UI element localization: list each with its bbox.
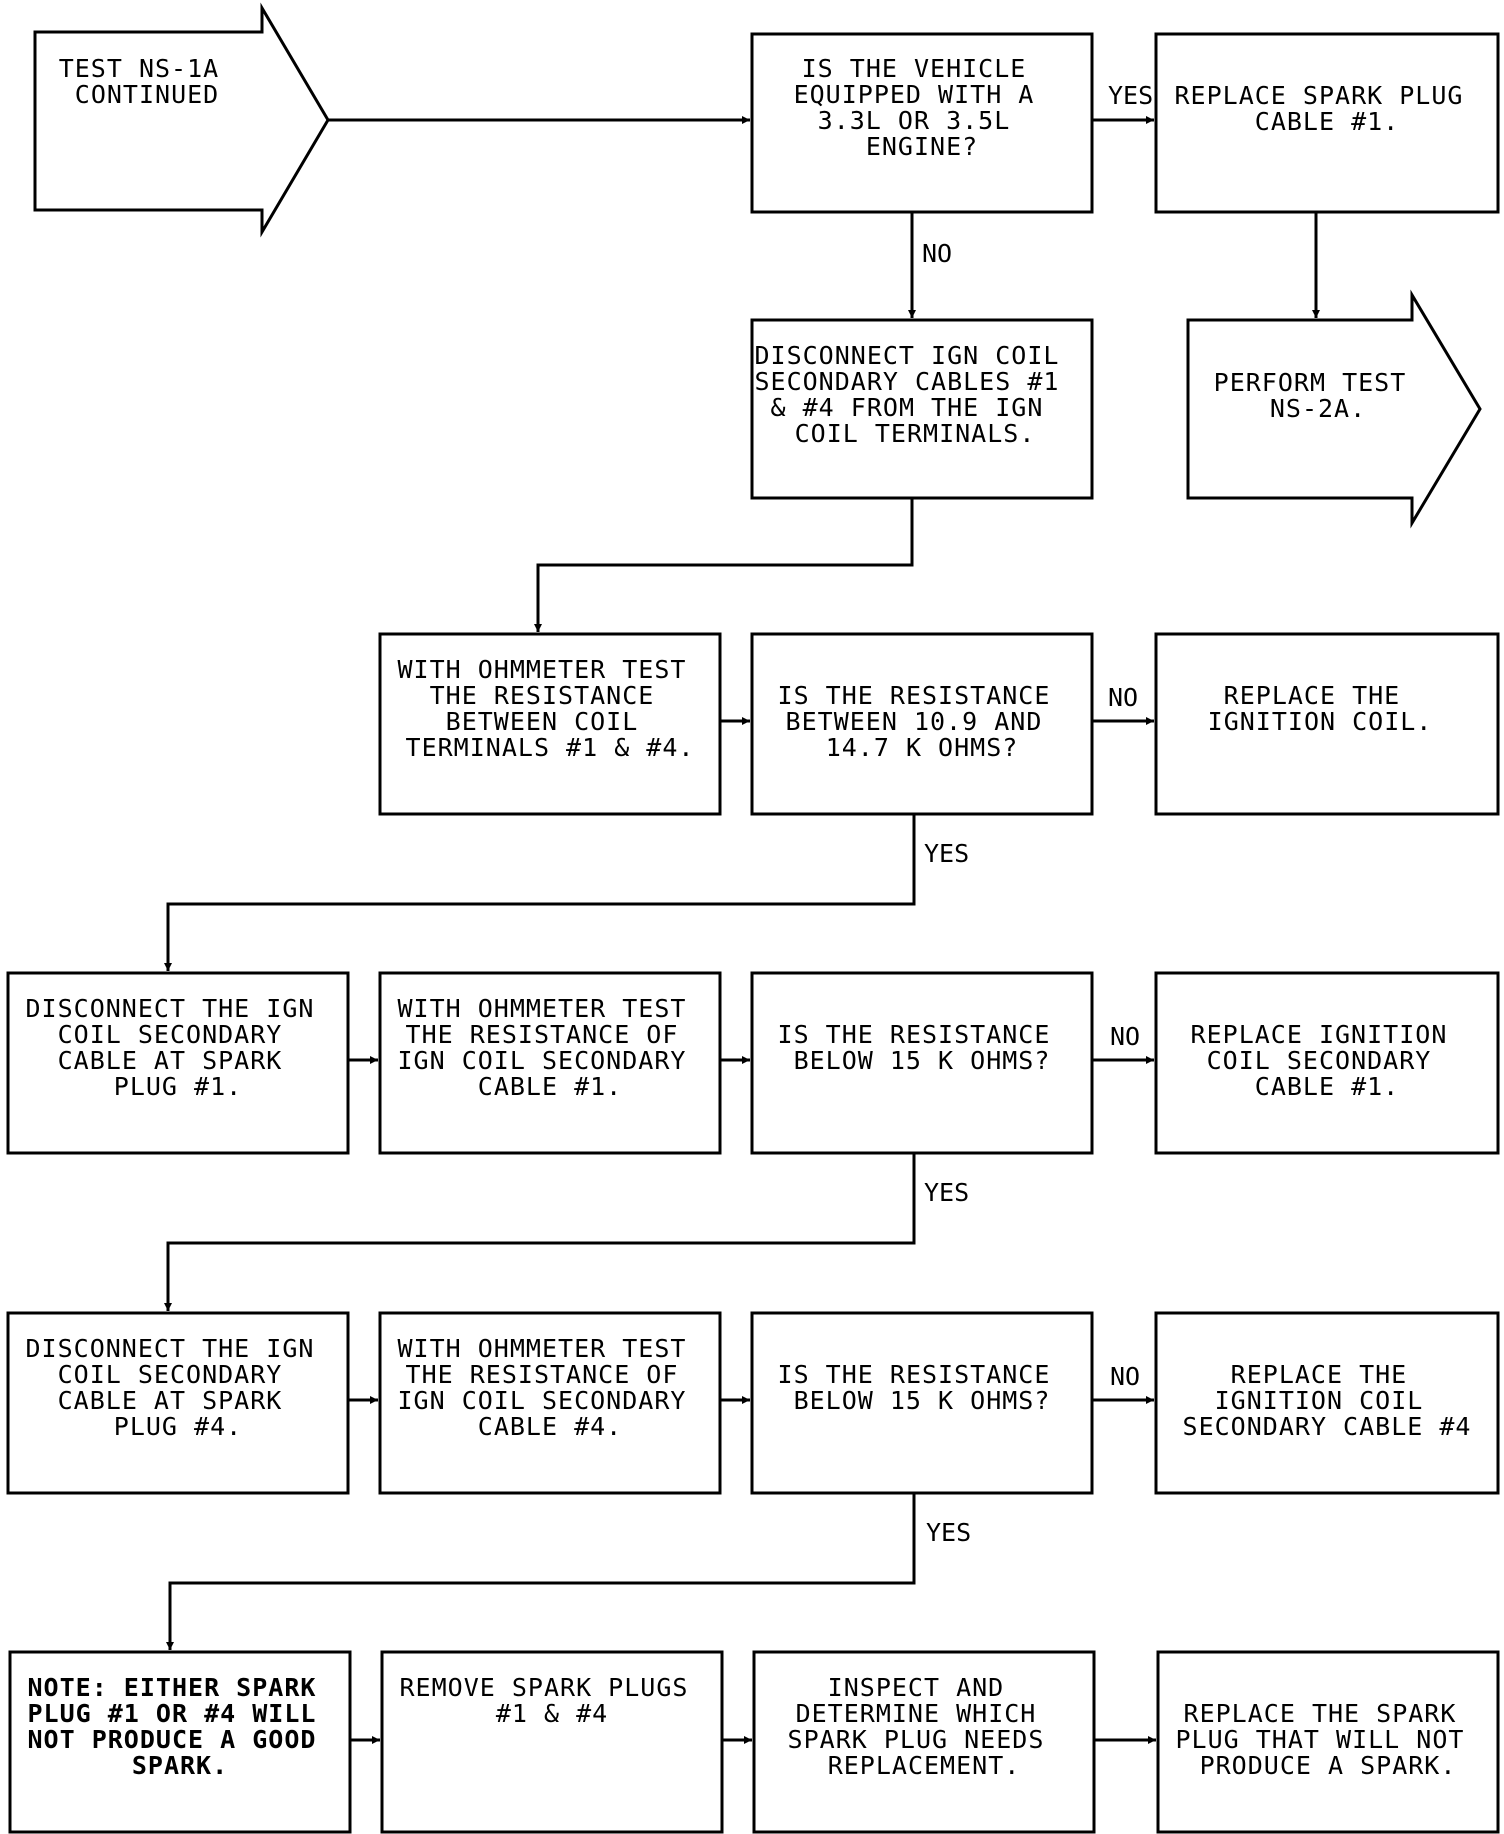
disconnect-coil-cables-label: DISCONNECT IGN COIL SECONDARY CABLES #1 … xyxy=(754,341,1075,448)
perform-ns2a-node: PERFORM TEST NS-2A. xyxy=(1186,289,1482,529)
start-node-label: TEST NS-1A CONTINUED xyxy=(59,54,236,109)
edge-label-coil-yes: YES xyxy=(924,839,969,868)
note-label: NOTE: EITHER SPARK PLUG #1 OR #4 WILL NO… xyxy=(28,1673,333,1780)
edge-cable1-yes xyxy=(164,1153,916,1311)
ohm-test-cable4-label: WITH OHMMETER TEST THE RESISTANCE OF IGN… xyxy=(398,1334,703,1441)
ohm-test-cable1-node: WITH OHMMETER TEST THE RESISTANCE OF IGN… xyxy=(378,971,722,1155)
replace-spark-plug-cable1-node: REPLACE SPARK PLUG CABLE #1. xyxy=(1154,32,1500,214)
inspect-node: INSPECT AND DETERMINE WHICH SPARK PLUG N… xyxy=(752,1650,1096,1834)
edge-label-cable4-no: NO xyxy=(1110,1362,1140,1391)
engine-question-label: IS THE VEHICLE EQUIPPED WITH A 3.3L OR 3… xyxy=(794,54,1051,161)
edge-coil-yes xyxy=(164,814,916,971)
engine-question-node: IS THE VEHICLE EQUIPPED WITH A 3.3L OR 3… xyxy=(750,32,1094,214)
edge-label-coil-no: NO xyxy=(1108,683,1138,712)
replace-cable1-label: REPLACE IGNITION COIL SECONDARY CABLE #1… xyxy=(1191,1020,1464,1101)
replace-spark-plug-node: REPLACE THE SPARK PLUG THAT WILL NOT PRO… xyxy=(1156,1650,1500,1834)
ohm-test-cable1-label: WITH OHMMETER TEST THE RESISTANCE OF IGN… xyxy=(398,994,703,1101)
replace-spark-plug-cable1-label: REPLACE SPARK PLUG CABLE #1. xyxy=(1175,81,1480,136)
replace-ignition-coil-label: REPLACE THE IGNITION COIL. xyxy=(1208,681,1433,736)
cable4-resistance-question-node: IS THE RESISTANCE BELOW 15 K OHMS? xyxy=(750,1311,1094,1495)
edge-cable4-yes xyxy=(166,1493,916,1650)
edge-disconnect-to-ohm-test xyxy=(534,498,914,632)
ohm-test-cable4-node: WITH OHMMETER TEST THE RESISTANCE OF IGN… xyxy=(378,1311,722,1495)
note-node: NOTE: EITHER SPARK PLUG #1 OR #4 WILL NO… xyxy=(8,1650,352,1834)
edge-label-cable4-yes: YES xyxy=(926,1518,971,1547)
disconnect-plug4-node: DISCONNECT THE IGN COIL SECONDARY CABLE … xyxy=(6,1311,350,1495)
disconnect-coil-cables-node: DISCONNECT IGN COIL SECONDARY CABLES #1 … xyxy=(750,318,1094,500)
disconnect-plug4-label: DISCONNECT THE IGN COIL SECONDARY CABLE … xyxy=(26,1334,331,1441)
ohm-test-coil-label: WITH OHMMETER TEST THE RESISTANCE BETWEE… xyxy=(398,655,703,762)
edge-label-engine-yes: YES xyxy=(1108,81,1153,110)
replace-cable4-label: REPLACE THE IGNITION COIL SECONDARY CABL… xyxy=(1183,1360,1472,1441)
coil-resistance-question-node: IS THE RESISTANCE BETWEEN 10.9 AND 14.7 … xyxy=(750,632,1094,816)
start-node: TEST NS-1A CONTINUED xyxy=(33,2,330,238)
replace-cable1-node: REPLACE IGNITION COIL SECONDARY CABLE #1… xyxy=(1154,971,1500,1155)
cable1-resistance-question-node: IS THE RESISTANCE BELOW 15 K OHMS? xyxy=(750,971,1094,1155)
inspect-label: INSPECT AND DETERMINE WHICH SPARK PLUG N… xyxy=(788,1673,1061,1780)
replace-ignition-coil-node: REPLACE THE IGNITION COIL. xyxy=(1154,632,1500,816)
cable4-resistance-question-label: IS THE RESISTANCE BELOW 15 K OHMS? xyxy=(778,1360,1067,1415)
edge-label-engine-no: NO xyxy=(922,239,952,268)
replace-cable4-node: REPLACE THE IGNITION COIL SECONDARY CABL… xyxy=(1154,1311,1500,1495)
ohm-test-coil-node: WITH OHMMETER TEST THE RESISTANCE BETWEE… xyxy=(378,632,722,816)
remove-spark-plugs-node: REMOVE SPARK PLUGS #1 & #4 xyxy=(380,1650,724,1834)
cable1-resistance-question-label: IS THE RESISTANCE BELOW 15 K OHMS? xyxy=(778,1020,1067,1075)
disconnect-plug1-node: DISCONNECT THE IGN COIL SECONDARY CABLE … xyxy=(6,971,350,1155)
edge-label-cable1-yes: YES xyxy=(924,1178,969,1207)
replace-spark-plug-label: REPLACE THE SPARK PLUG THAT WILL NOT PRO… xyxy=(1176,1699,1481,1780)
disconnect-plug1-label: DISCONNECT THE IGN COIL SECONDARY CABLE … xyxy=(26,994,331,1101)
perform-ns2a-label: PERFORM TEST NS-2A. xyxy=(1214,368,1423,423)
edge-label-cable1-no: NO xyxy=(1110,1022,1140,1051)
remove-spark-plugs-label: REMOVE SPARK PLUGS #1 & #4 xyxy=(400,1673,705,1728)
coil-resistance-question-label: IS THE RESISTANCE BETWEEN 10.9 AND 14.7 … xyxy=(778,681,1067,762)
